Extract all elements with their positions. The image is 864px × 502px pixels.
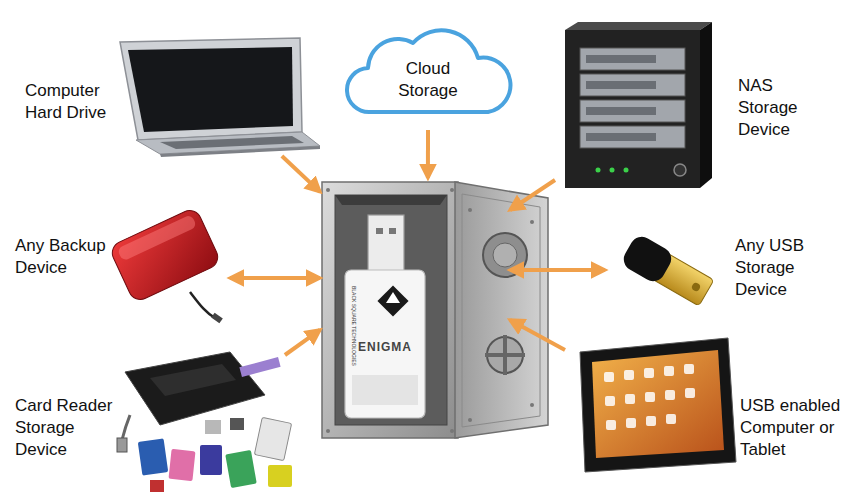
product-name: ENIGMA: [350, 340, 420, 356]
safe-illustration: [322, 182, 548, 438]
tablet-illustration: [580, 338, 736, 472]
arrow: [510, 180, 555, 210]
device-node: Card Reader Storage Device: [10, 355, 305, 495]
device-node: NAS Storage Device: [555, 25, 850, 195]
cloud-shape: [347, 30, 510, 112]
arrow: [510, 320, 565, 350]
double-arrow: [230, 276, 320, 280]
usb-stick-illustration: [619, 232, 715, 308]
device-label: Cloud Storage: [378, 58, 478, 102]
arrow: [285, 330, 320, 355]
cloud-node: Cloud Storage: [342, 12, 510, 130]
vault-node: BLACK SQUARE TECHNOLOGIESENIGMA: [320, 178, 510, 440]
laptop-illustration: [120, 38, 320, 157]
device-label: Any USB Storage Device: [735, 235, 815, 301]
card-reader-illustration: [117, 352, 292, 492]
arrow: [282, 156, 320, 192]
device-label: NAS Storage Device: [738, 75, 818, 141]
device-node: Any Backup Device: [10, 180, 230, 325]
device-label: Any Backup Device: [15, 235, 115, 279]
nas-illustration: [565, 22, 712, 188]
device-label: Card Reader Storage Device: [15, 395, 120, 461]
device-node: Any USB Storage Device: [605, 205, 825, 325]
brand-text: BLACK SQUARE TECHNOLOGIES: [351, 286, 356, 366]
device-node: Computer Hard Drive: [18, 38, 322, 156]
double-arrow: [510, 268, 605, 272]
arrow: [426, 130, 430, 178]
backup-drive-illustration: [108, 207, 222, 324]
device-label: Computer Hard Drive: [25, 80, 125, 124]
device-node: USB enabled Computer or Tablet: [565, 330, 850, 480]
device-label: USB enabled Computer or Tablet: [740, 395, 848, 461]
